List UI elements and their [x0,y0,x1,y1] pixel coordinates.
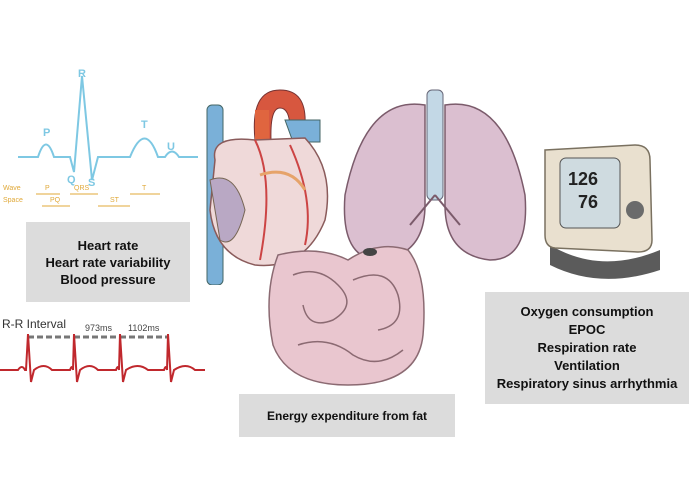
legend-p: P [45,185,50,192]
legend-qrs: QRS [74,185,90,192]
fat-expenditure-box: Energy expenditure from fat [239,394,455,437]
peak-label-t: T [141,119,148,131]
rr-interval-diagram: R-R Interval 973ms 1102ms [0,317,205,383]
peak-label-u: U [167,141,175,153]
fat-expenditure-label: Energy expenditure from fat [266,408,428,423]
rr-interval-2: 1102ms [128,323,160,333]
heart-metric-1: Heart rate [77,237,139,253]
peak-label-q: Q [67,174,76,186]
intestines-icon [268,245,425,386]
respiratory-metric-3: Respiration rate [537,340,637,355]
rr-title: R-R Interval [2,317,66,331]
respiratory-metrics-box: Oxygen consumption EPOC Respiration rate… [485,292,689,404]
legend-st: ST [110,197,120,204]
lungs-icon [343,89,527,261]
peak-label-p: P [43,127,50,139]
legend-space-label: Space [3,197,23,204]
monitor-display-bottom: 76 [578,192,598,212]
blood-pressure-monitor-icon: 126 76 [544,144,660,279]
rr-interval-1: 973ms [85,323,113,333]
peak-label-r: R [78,68,86,80]
monitor-display-top: 126 [568,169,598,189]
respiratory-metric-5: Respiratory sinus arrhythmia [496,376,678,391]
legend-t: T [142,185,147,192]
respiratory-metric-2: EPOC [568,322,606,337]
heart-metrics-box: Heart rate Heart rate variability Blood … [26,222,190,302]
legend-pq: PQ [50,197,61,204]
legend-wave-label: Wave [3,185,21,192]
heart-icon [206,89,329,285]
heart-metric-3: Blood pressure [60,271,156,287]
ecg-diagram: P R Q S T U Wave Space P QRS T PQ ST [3,68,198,207]
rr-trace [0,333,205,383]
peak-label-s: S [88,177,95,189]
respiratory-metric-1: Oxygen consumption [520,304,654,319]
heart-metric-2: Heart rate variability [45,254,171,270]
ecg-trace [18,75,198,181]
respiratory-metric-4: Ventilation [554,358,620,373]
